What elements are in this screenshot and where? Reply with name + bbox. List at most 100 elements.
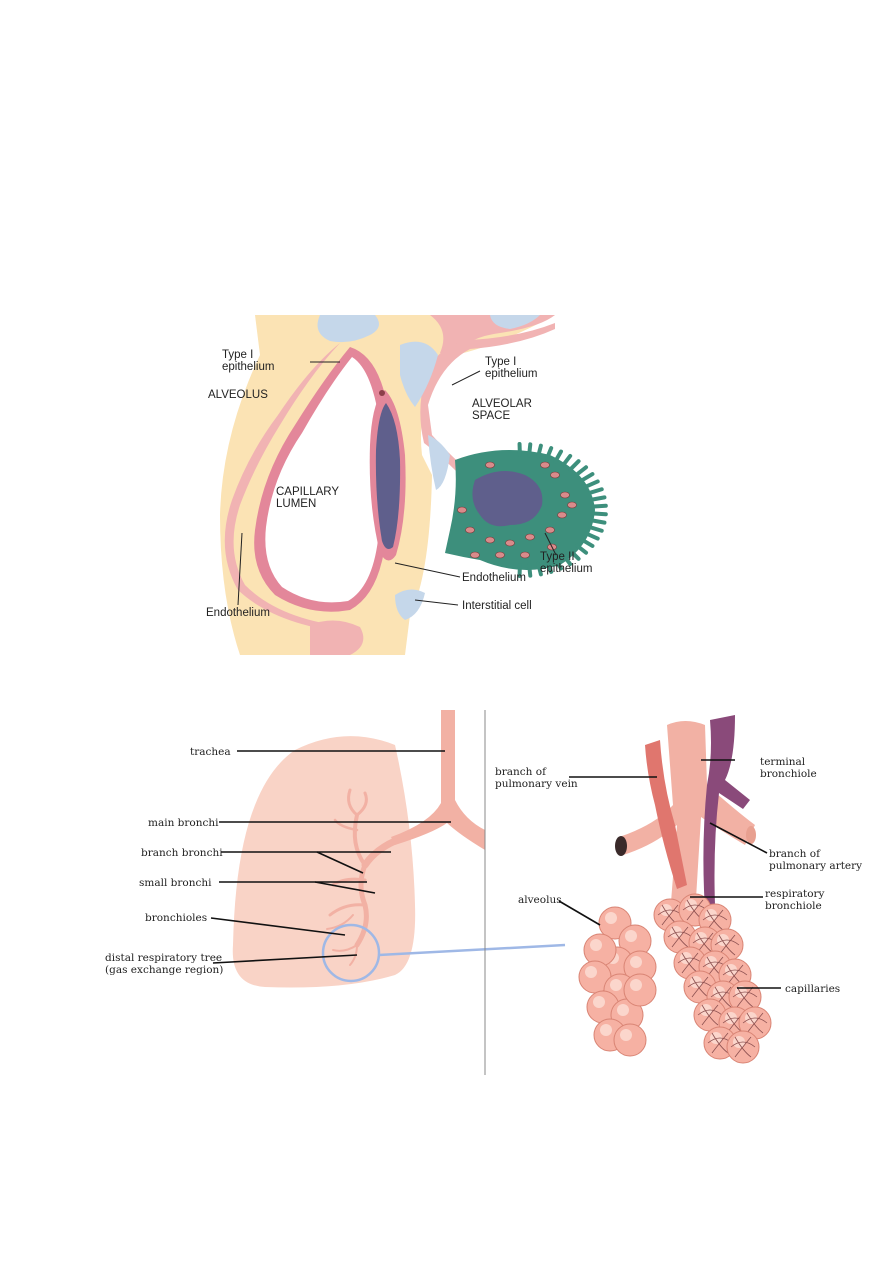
- respiratory-tree-diagram: trachea main bronchi branch bronchi smal…: [105, 710, 862, 1075]
- alveolus-highlight: [620, 1029, 632, 1041]
- alveolus-highlight: [617, 1004, 629, 1016]
- label-respiratory-bronchiole: respiratory: [765, 888, 825, 900]
- label-interstitial-cell: Interstitial cell: [462, 600, 532, 612]
- magnifier-circle: [321, 923, 381, 983]
- label-type1-epithelium-right: Type I: [485, 356, 516, 368]
- terminal-bronchiole: [619, 721, 755, 915]
- label-endothelium-right: Endothelium: [462, 572, 526, 584]
- microvillus: [574, 543, 589, 555]
- microvillus: [588, 487, 604, 495]
- microvillus: [561, 553, 573, 567]
- lamellar-body: [557, 511, 567, 519]
- lamellar-body: [465, 526, 475, 534]
- alveolus-highlight: [605, 912, 617, 924]
- label-alveolus: ALVEOLUS: [208, 389, 268, 401]
- label-pulmonary-artery: branch of: [769, 848, 821, 860]
- microvillus: [591, 503, 608, 509]
- microvillus: [536, 561, 543, 577]
- microvillus: [553, 449, 563, 464]
- label-distal-respiratory-tree: distal respiratory tree: [105, 952, 222, 964]
- trachea: [391, 710, 485, 850]
- alveolus-highlight: [610, 979, 622, 991]
- label-capillary-lumen: CAPILLARY: [276, 486, 339, 498]
- alveolus-highlight: [600, 1024, 612, 1036]
- microvillus: [568, 548, 581, 561]
- microvillus: [574, 465, 589, 477]
- microvillus: [561, 453, 573, 467]
- lung-outline: [232, 736, 416, 988]
- microvillus: [545, 446, 554, 461]
- type2-nucleus: [472, 471, 543, 527]
- lamellar-body: [545, 526, 555, 534]
- alveolus-highlight: [630, 956, 642, 968]
- pulmonary-artery-branch: [703, 715, 750, 910]
- label-main-bronchi: main bronchi: [148, 817, 219, 829]
- lamellar-body: [550, 471, 560, 479]
- label-type2-epithelium-line2: epithelium: [540, 563, 592, 575]
- alveolus-highlight: [590, 939, 602, 951]
- label-alveolus: alveolus: [518, 894, 562, 906]
- alveolus-sac: [613, 1023, 647, 1057]
- lamellar-body: [520, 551, 530, 559]
- microvillus: [580, 537, 595, 548]
- microvillus: [590, 518, 607, 525]
- alveolus-highlight: [630, 979, 642, 991]
- label-trachea: trachea: [190, 746, 231, 758]
- alveolar-capillary-diagram: Type I epithelium ALVEOLUS CAPILLARY LUM…: [206, 315, 608, 655]
- label-capillaries: capillaries: [785, 983, 840, 995]
- interstitial-cell-bottom: [395, 589, 425, 620]
- label-type2-epithelium: Type II: [540, 551, 575, 563]
- capillary-lumen: [265, 357, 381, 603]
- alveolus-highlight: [593, 996, 605, 1008]
- lamellar-body: [505, 539, 515, 547]
- capillary-network: [730, 1036, 756, 1058]
- lamellar-body: [540, 461, 550, 469]
- interstitial-cell-bottom-left: [310, 620, 364, 655]
- microvillus: [590, 495, 607, 502]
- lamellar-body: [485, 461, 495, 469]
- microvillus: [588, 525, 604, 533]
- label-pulmonary-vein-line2: pulmonary vein: [495, 778, 578, 790]
- label-type1-epithelium-left-line2: epithelium: [222, 361, 274, 373]
- type2-cell: [445, 442, 608, 578]
- microvillus: [580, 472, 595, 483]
- capillary-network: [697, 1004, 723, 1026]
- label-small-bronchi: small bronchi: [139, 877, 212, 889]
- microvillus: [568, 459, 581, 472]
- alveolus-highlight: [585, 966, 597, 978]
- label-gas-exchange-region: (gas exchange region): [105, 964, 223, 976]
- label-type1-epithelium-left: Type I: [222, 349, 253, 361]
- lamellar-body: [525, 533, 535, 541]
- microvillus: [553, 556, 563, 571]
- lamellar-body: [567, 501, 577, 509]
- interstitial-cell-mid: [428, 435, 450, 490]
- microvillus: [527, 562, 533, 578]
- microvillus: [536, 443, 543, 459]
- label-branch-bronchi: branch bronchi: [141, 847, 223, 859]
- interstitial-cell-upper: [400, 341, 438, 407]
- label-terminal-bronchiole: terminal: [760, 756, 806, 768]
- label-terminal-bronchiole-line2: bronchiole: [760, 768, 817, 780]
- label-alveolar-space: ALVEOLAR: [472, 398, 532, 410]
- capillary-network: [732, 986, 758, 1008]
- label-pulmonary-artery-line2: pulmonary artery: [769, 860, 862, 872]
- label-bronchioles: bronchioles: [145, 912, 207, 924]
- microvillus: [584, 531, 600, 541]
- label-endothelium-left: Endothelium: [206, 607, 270, 619]
- lamellar-body: [495, 551, 505, 559]
- lamellar-body: [485, 536, 495, 544]
- microvillus: [591, 511, 608, 517]
- label-alveolar-space-line2: SPACE: [472, 410, 510, 422]
- alveolus-sac: [583, 933, 617, 967]
- alveolar-sac-illustration: [578, 715, 772, 1064]
- lamellar-body: [470, 551, 480, 559]
- interstitial-cell-upper-right: [490, 315, 540, 329]
- label-respiratory-bronchiole-line2: bronchiole: [765, 900, 822, 912]
- microvillus: [527, 442, 533, 458]
- label-pulmonary-vein: branch of: [495, 766, 547, 778]
- alveolus-highlight: [625, 930, 637, 942]
- alveolus-sac: [623, 973, 657, 1007]
- lamellar-body: [457, 506, 467, 514]
- magnifier-line: [378, 943, 566, 957]
- lamellar-body: [560, 491, 570, 499]
